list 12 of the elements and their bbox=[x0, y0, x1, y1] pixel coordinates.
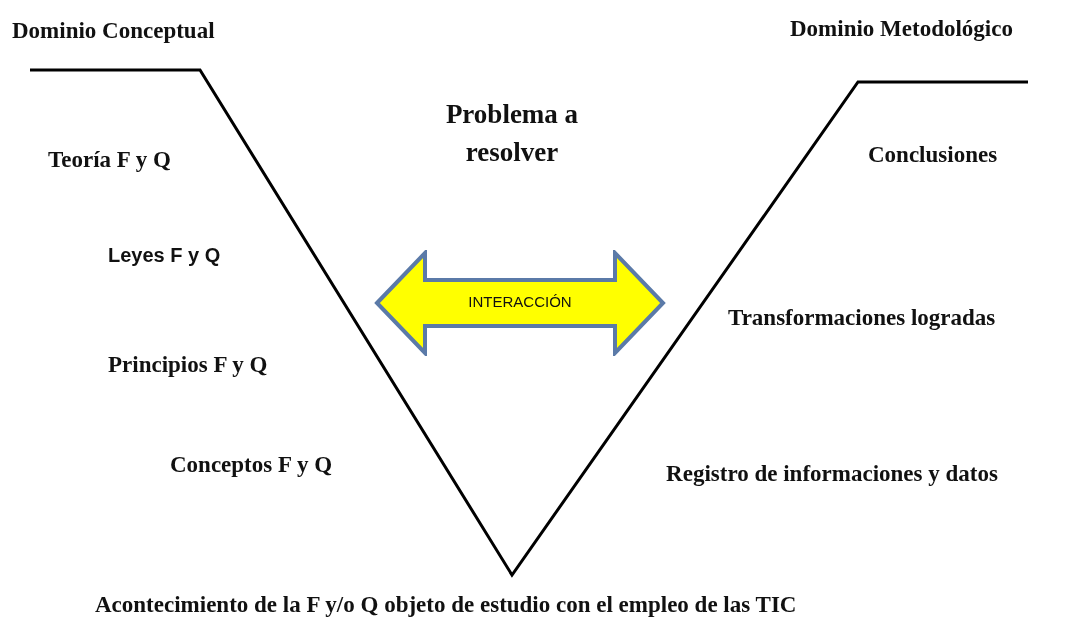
arrow-label: INTERACCIÓN bbox=[467, 293, 573, 310]
text-label: Principios F y Q bbox=[108, 352, 268, 378]
text-label: Transformaciones logradas bbox=[728, 305, 996, 331]
domain-heading: Dominio Conceptual bbox=[12, 18, 215, 44]
text-label: Registro de informaciones y datos bbox=[665, 460, 999, 488]
text-label: Conclusiones bbox=[868, 142, 998, 168]
central-question: Problema a resolver bbox=[444, 98, 580, 169]
text-label: Leyes F y Q bbox=[108, 244, 221, 267]
text-label: Acontecimiento de la F y/o Q objeto de estudio con el empleo de las TIC bbox=[95, 592, 797, 618]
domain-heading: Dominio Metodológico bbox=[790, 16, 1013, 42]
text-label: Conceptos F y Q bbox=[170, 452, 333, 478]
text-label: Teoría F y Q bbox=[48, 147, 171, 173]
